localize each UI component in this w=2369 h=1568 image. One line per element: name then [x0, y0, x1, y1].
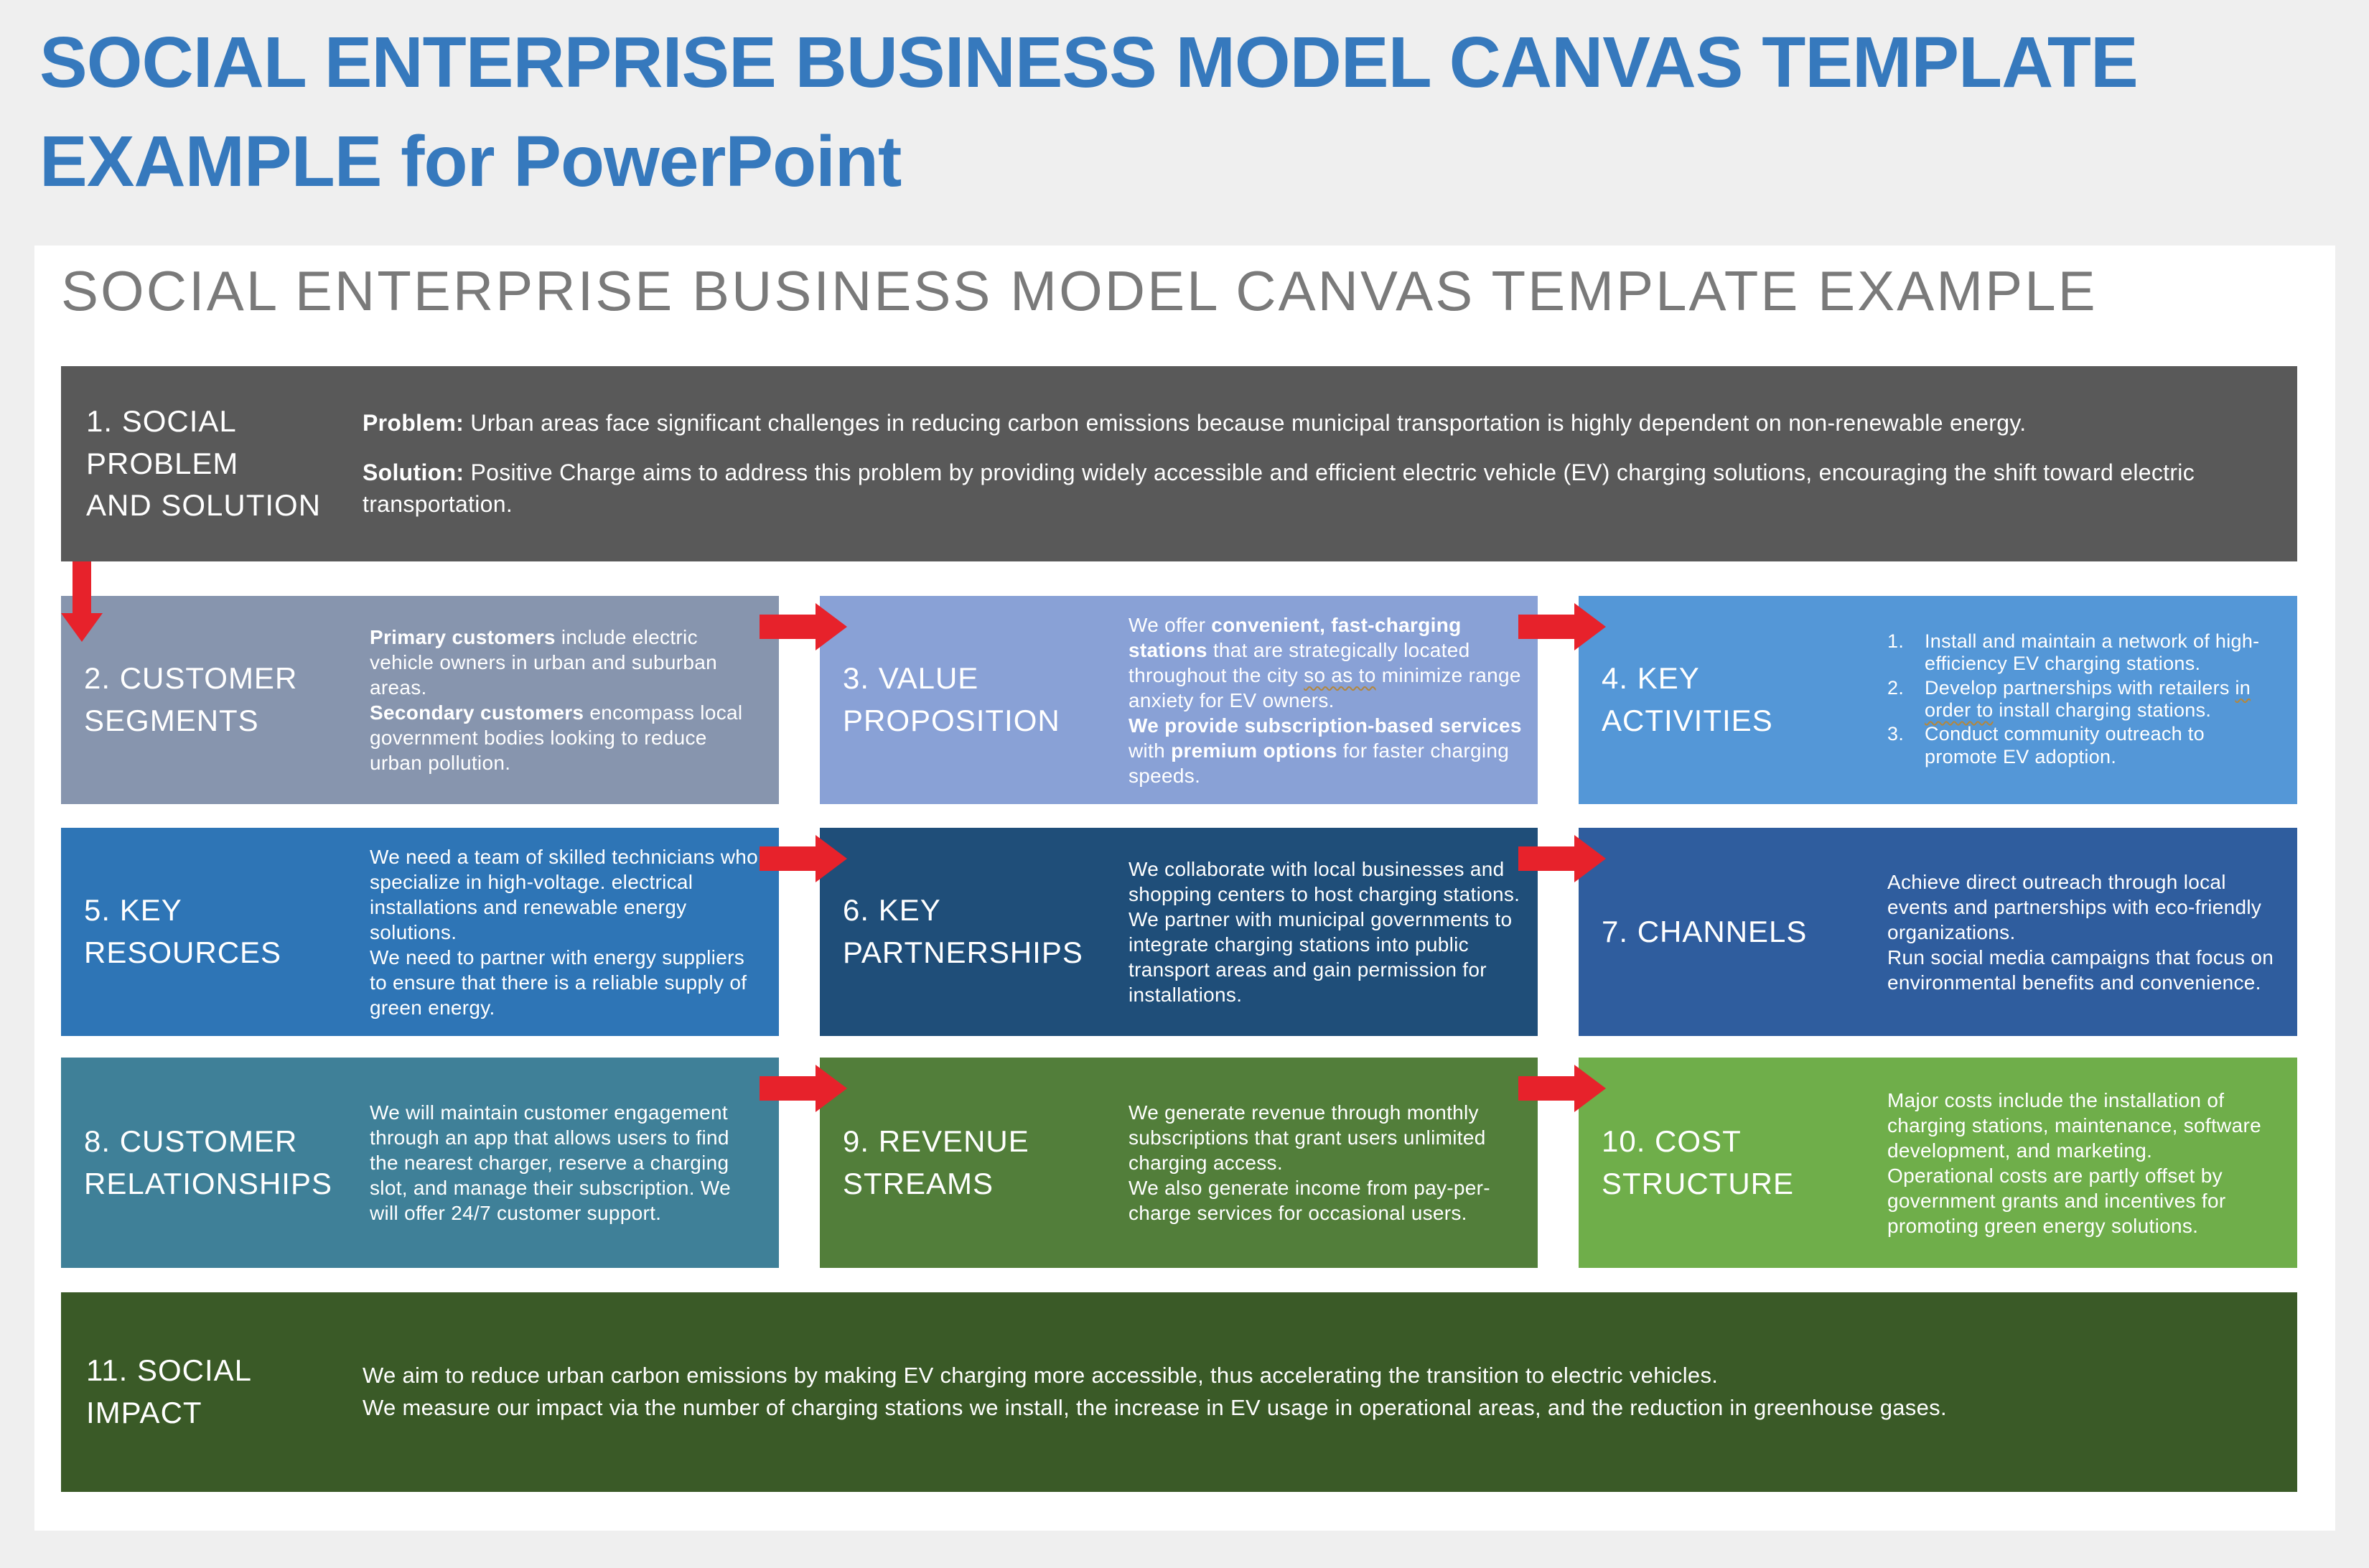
box-label: 4. KEY ACTIVITIES — [1602, 661, 1773, 737]
box-label: 3. VALUE PROPOSITION — [843, 661, 1060, 737]
box-label: 9. REVENUE STREAMS — [843, 1124, 1029, 1200]
box-body: Achieve direct outreach through local ev… — [1887, 870, 2274, 994]
red-arrow-right-icon — [760, 1065, 847, 1112]
canvas-box-social-problem-and-solution: 1. SOCIAL PROBLEM AND SOLUTION Problem: … — [61, 366, 2297, 561]
canvas-box-cost-structure: 10. COST STRUCTURE Major costs include t… — [1579, 1058, 2297, 1268]
list-item: Develop partnerships with retailers in o… — [1925, 676, 2251, 721]
box-body: Install and maintain a network of high-e… — [1887, 596, 2297, 804]
box-label: 7. CHANNELS — [1602, 914, 1808, 948]
box-body: Major costs include the installation of … — [1887, 1088, 2261, 1237]
canvas-box-customer-relationships: 8. CUSTOMER RELATIONSHIPS We will mainta… — [61, 1058, 779, 1268]
slide-title: SOCIAL ENTERPRISE BUSINESS MODEL CANVAS … — [61, 259, 2098, 322]
canvas-box-revenue-streams: 9. REVENUE STREAMS We generate revenue t… — [820, 1058, 1538, 1268]
box-body: We offer convenient, fast-charging stati… — [1129, 613, 1522, 787]
box-label: 6. KEY PARTNERSHIPS — [843, 893, 1083, 969]
red-arrow-right-icon — [1518, 603, 1606, 650]
canvas-box-value-proposition: 3. VALUE PROPOSITION We offer convenient… — [820, 596, 1538, 804]
red-arrow-right-icon — [1518, 835, 1606, 882]
red-arrow-right-icon — [760, 835, 847, 882]
box-label: 5. KEY RESOURCES — [84, 893, 282, 969]
box-body: Problem: Urban areas face significant ch… — [363, 366, 2297, 561]
box-body: Primary customers include electric vehic… — [370, 626, 743, 774]
key-activities-list: Install and maintain a network of high-e… — [1887, 630, 2281, 770]
list-item: Install and maintain a network of high-e… — [1925, 630, 2260, 675]
box-body: We generate revenue through monthly subs… — [1129, 1101, 1490, 1224]
canvas-box-key-partnerships: 6. KEY PARTNERSHIPS We collaborate with … — [820, 828, 1538, 1036]
box-label: 2. CUSTOMER SEGMENTS — [84, 661, 298, 737]
canvas-box-customer-segments: 2. CUSTOMER SEGMENTS Primary customers i… — [61, 596, 779, 804]
box-label: 1. SOCIAL PROBLEM AND SOLUTION — [86, 403, 322, 523]
box-body: We need a team of skilled technicians wh… — [370, 845, 758, 1019]
red-arrow-down-icon — [61, 561, 103, 642]
box-label: 8. CUSTOMER RELATIONSHIPS — [84, 1124, 332, 1200]
box-body: We aim to reduce urban carbon emissions … — [363, 1363, 1947, 1420]
red-arrow-right-icon — [1518, 1065, 1606, 1112]
canvas-box-key-resources: 5. KEY RESOURCES We need a team of skill… — [61, 828, 779, 1036]
problem-text: Problem: Urban areas face significant ch… — [363, 409, 2027, 436]
box-label: 10. COST STRUCTURE — [1602, 1124, 1794, 1200]
solution-text: Solution: Positive Charge aims to addres… — [363, 459, 2195, 517]
canvas-box-channels: 7. CHANNELS Achieve direct outreach thro… — [1579, 828, 2297, 1036]
box-body: We will maintain customer engagement thr… — [370, 1101, 731, 1224]
canvas-box-social-impact: 11. SOCIAL IMPACT We aim to reduce urban… — [61, 1292, 2297, 1492]
box-label: 11. SOCIAL IMPACT — [86, 1353, 252, 1429]
red-arrow-right-icon — [760, 603, 847, 650]
page-title: SOCIAL ENTERPRISE BUSINESS MODEL CANVAS … — [39, 22, 2139, 202]
box-body: We collaborate with local businesses and… — [1129, 858, 1520, 1006]
canvas-box-key-activities: 4. KEY ACTIVITIES Install and maintain a… — [1579, 596, 2297, 804]
list-item: Conduct community outreach to promote EV… — [1925, 723, 2205, 767]
